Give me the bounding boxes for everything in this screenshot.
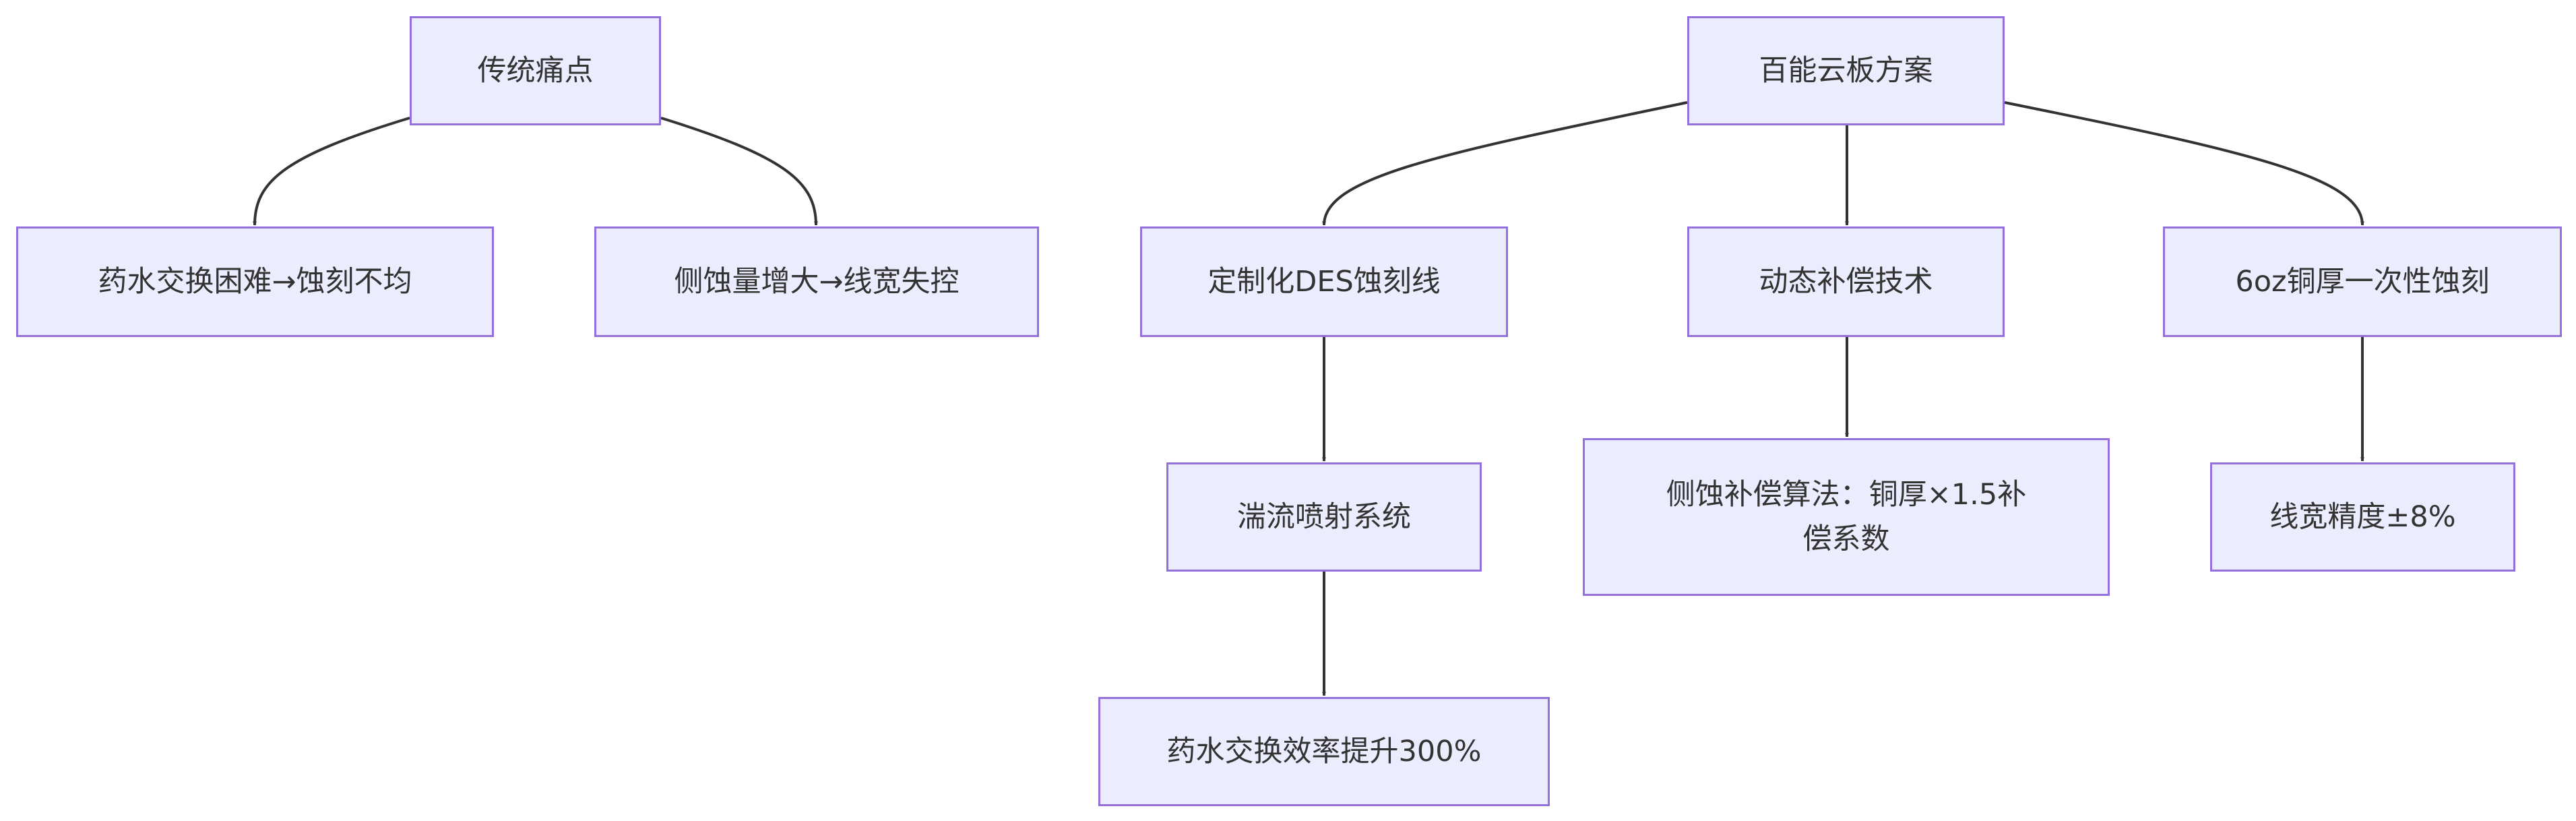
node-turbulent-spray: 湍流喷射系统 [1166, 462, 1482, 572]
node-custom-des-line: 定制化DES蚀刻线 [1140, 226, 1508, 337]
node-solution-plan: 百能云板方案 [1687, 16, 2005, 125]
node-6oz-one-pass-etch: 6oz铜厚一次性蚀刻 [2163, 226, 2562, 337]
node-dynamic-compensation: 动态补偿技术 [1687, 226, 2005, 337]
edge-pain-pain2 [660, 117, 818, 226]
node-line-width-precision: 线宽精度±8% [2210, 462, 2515, 572]
node-exchange-efficiency: 药水交换效率提升300% [1098, 697, 1550, 806]
edge-pain-pain1 [253, 117, 410, 226]
node-side-etch-increase: 侧蚀量增大→线宽失控 [594, 226, 1039, 337]
node-traditional-pain-points: 传统痛点 [410, 16, 661, 125]
node-chemical-exchange-difficulty: 药水交换困难→蚀刻不均 [16, 226, 494, 337]
edge-solution-oz [2004, 101, 2364, 226]
edge-solution-des [1322, 101, 1688, 226]
node-compensation-algorithm: 侧蚀补偿算法：铜厚×1.5补偿系数 [1583, 438, 2110, 596]
